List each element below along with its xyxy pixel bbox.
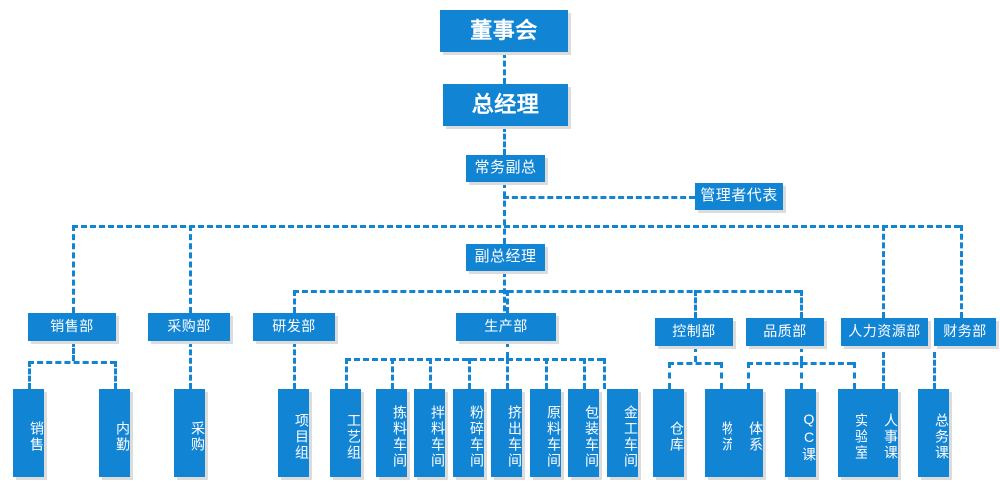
- node-system-section[interactable]: 体系: [732, 389, 764, 477]
- connector-to-system-section: [747, 362, 750, 389]
- node-metalwork-shop[interactable]: 金工车间: [607, 389, 639, 477]
- connector-bus-to-sales-dept: [72, 225, 75, 313]
- node-laboratory[interactable]: 实验室: [838, 389, 870, 477]
- node-inner-office[interactable]: 内勤: [99, 389, 131, 477]
- connector-bus-to-quality-dept: [800, 290, 803, 318]
- connector-to-sales-team: [28, 361, 31, 389]
- node-purchasing-team[interactable]: 采购: [174, 389, 206, 477]
- connector-bus-to-hr-dept: [882, 225, 885, 318]
- connector-production-dept-stem: [506, 341, 509, 358]
- connector-to-extrusion-shop: [506, 358, 509, 389]
- connector-quality-dept-stem: [800, 346, 803, 362]
- node-management-representative[interactable]: 管理者代表: [695, 183, 783, 210]
- connector-evp-to-mgmt-rep: [503, 196, 695, 199]
- connector-deputygm-down: [503, 271, 506, 320]
- node-warehouse[interactable]: 仓库: [653, 389, 685, 477]
- connector-bus-to-finance-dept: [960, 225, 963, 318]
- top-department-bus: [72, 225, 960, 228]
- node-rd-dept[interactable]: 研发部: [253, 313, 335, 341]
- connector-to-sorting-shop: [391, 358, 394, 389]
- node-board[interactable]: 董事会: [440, 10, 568, 52]
- node-process-group[interactable]: 工艺组: [330, 389, 362, 477]
- connector-evp-down: [503, 182, 506, 244]
- node-finance-dept[interactable]: 财务部: [934, 318, 996, 346]
- connector-board-to-gm: [503, 52, 506, 84]
- connector-to-warehouse: [668, 362, 671, 389]
- connector-sales-dept-stem: [72, 341, 75, 361]
- connector-bus-to-rd-dept: [293, 290, 296, 313]
- node-mixing-shop[interactable]: 拌料车间: [414, 389, 446, 477]
- connector-to-general-affairs: [933, 352, 936, 389]
- node-general-affairs[interactable]: 总务课: [918, 389, 950, 477]
- connector-to-qc-section: [800, 362, 803, 389]
- node-control-dept[interactable]: 控制部: [655, 318, 733, 346]
- connector-to-logistics: [720, 362, 723, 389]
- connector-to-purchasing-team: [189, 341, 192, 389]
- node-sorting-shop[interactable]: 拣料车间: [376, 389, 408, 477]
- connector-gm-to-evp: [503, 126, 506, 155]
- connector-to-laboratory: [853, 362, 856, 389]
- node-personnel-section[interactable]: 人事课: [867, 389, 899, 477]
- production-children-bus: [345, 358, 603, 361]
- node-qc-section[interactable]: QC课: [785, 389, 817, 477]
- node-sales-dept[interactable]: 销售部: [28, 313, 116, 341]
- node-packaging-shop[interactable]: 包装车间: [568, 389, 600, 477]
- connector-bus-to-purchasing-dept: [189, 225, 192, 313]
- node-project-group[interactable]: 项目组: [278, 389, 310, 477]
- connector-to-personnel-section: [882, 352, 885, 389]
- connector-control-dept-stem: [694, 346, 697, 362]
- connector-to-inner-office: [114, 361, 117, 389]
- node-production-dept[interactable]: 生产部: [456, 313, 556, 341]
- connector-to-packaging-shop: [583, 358, 586, 389]
- second-department-bus: [293, 290, 800, 293]
- sales-children-bus: [28, 361, 116, 364]
- node-crushing-shop[interactable]: 粉碎车间: [453, 389, 485, 477]
- connector-bus-to-control-dept: [694, 290, 697, 318]
- connector-to-process-group: [345, 358, 348, 389]
- node-quality-dept[interactable]: 品质部: [746, 318, 824, 346]
- node-hr-dept[interactable]: 人力资源部: [841, 318, 928, 346]
- node-sales-team[interactable]: 销售: [13, 389, 45, 477]
- connector-to-metalwork-shop: [603, 358, 606, 389]
- node-general-manager[interactable]: 总经理: [443, 84, 568, 126]
- control-children-bus: [668, 362, 720, 365]
- connector-to-project-group: [293, 341, 296, 389]
- node-raw-material-shop[interactable]: 原料车间: [530, 389, 562, 477]
- connector-bus-to-production-dept: [506, 290, 509, 313]
- connector-to-crushing-shop: [468, 358, 471, 389]
- connector-to-mixing-shop: [429, 358, 432, 389]
- node-extrusion-shop[interactable]: 挤出车间: [491, 389, 523, 477]
- node-deputy-general-manager[interactable]: 副总经理: [466, 244, 545, 271]
- connector-to-raw-material-shop: [545, 358, 548, 389]
- node-purchasing-dept[interactable]: 采购部: [148, 313, 230, 341]
- node-executive-vp[interactable]: 常务副总: [466, 155, 545, 182]
